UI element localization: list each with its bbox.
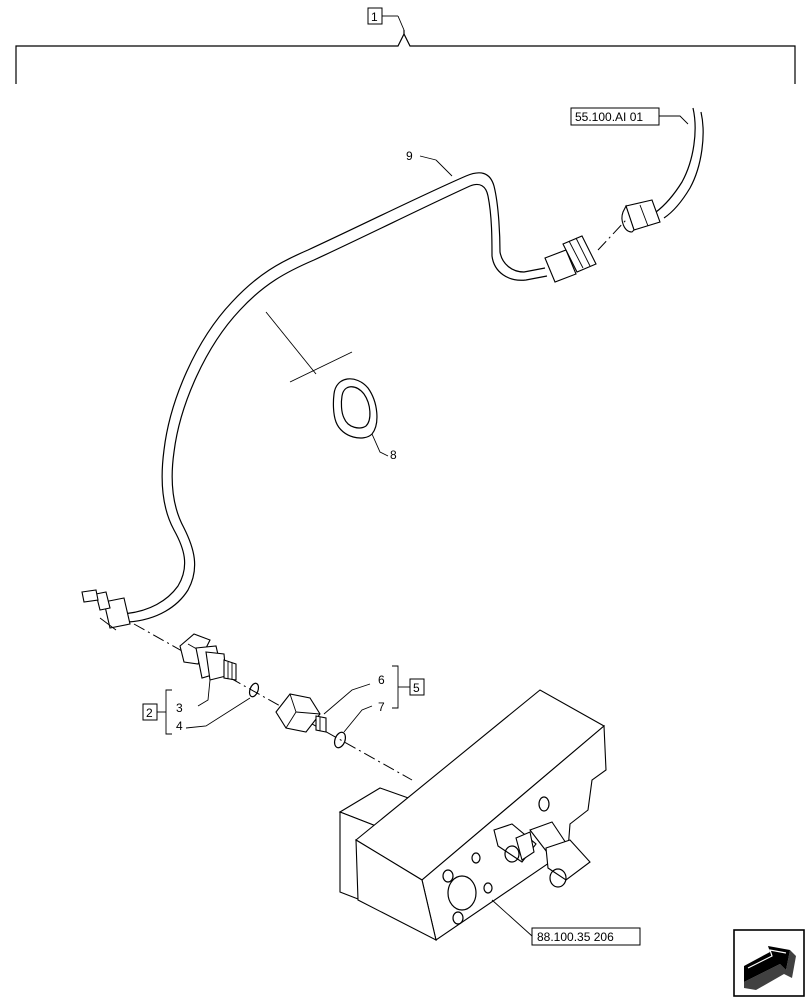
callout-8[interactable]: 8 [390,448,397,462]
kit-reference-label-5: 5 [413,681,420,695]
sensor-center-line [133,623,413,781]
valve-block-reference-label: 88.100.35 206 [537,930,614,944]
harness-reference-label: 55.100.AI 01 [575,110,643,124]
o-ring-small[interactable] [248,682,260,698]
detail-pointer [265,311,353,383]
orientation-arrow-icon [733,929,805,997]
sensor-wire-harness [81,172,597,631]
connector-center-line [597,219,627,251]
assembly-bracket [15,30,796,84]
adapter-fitting[interactable] [275,693,327,733]
o-ring-fitting[interactable] [333,731,348,749]
pressure-switch[interactable] [179,633,237,681]
callout-4[interactable]: 4 [176,719,183,733]
assembly-callout-label: 1 [371,10,378,24]
mating-harness-connector [621,107,704,233]
assembly-callout-box[interactable]: 1 [367,7,383,25]
kit-bracket-left [165,689,172,735]
kit-reference-label-2: 2 [146,706,153,720]
callout-9[interactable]: 9 [406,149,413,163]
callout-6[interactable]: 6 [378,673,385,687]
harness-reference-box[interactable]: 55.100.AI 01 [570,107,660,126]
valve-block[interactable] [338,689,607,942]
callout-3[interactable]: 3 [176,701,183,715]
kit-reference-box-2[interactable]: 2 [142,703,158,721]
seal-gasket[interactable] [332,378,378,439]
callout-7[interactable]: 7 [378,700,385,714]
kit-bracket-right [392,665,399,709]
kit-reference-box-5[interactable]: 5 [409,678,425,696]
valve-block-reference-box[interactable]: 88.100.35 206 [531,927,641,946]
